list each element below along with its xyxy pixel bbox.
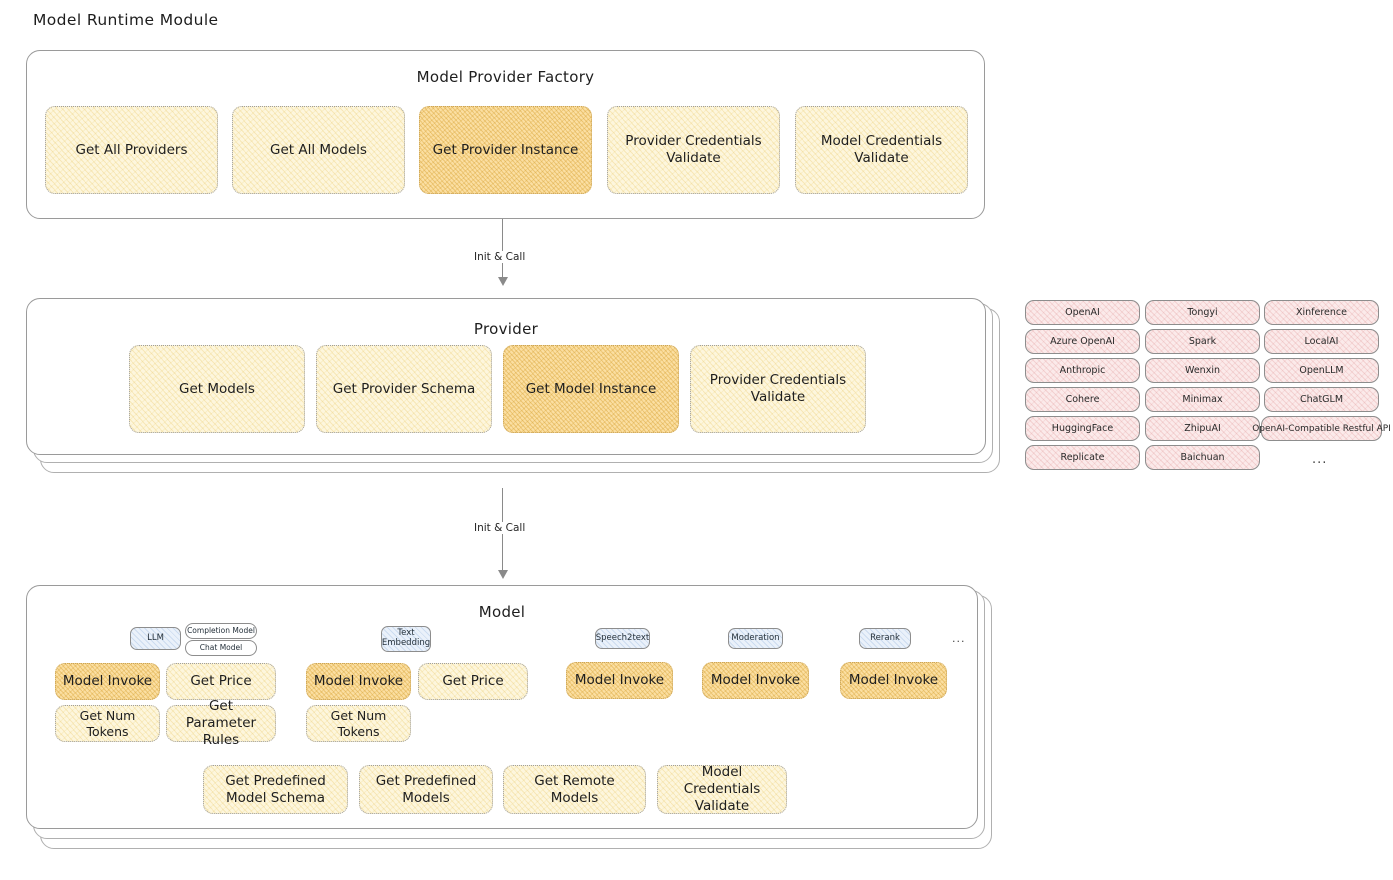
moderation-node-model-invoke[interactable]: Model Invoke xyxy=(702,662,809,699)
provider-pill-spark[interactable]: Spark xyxy=(1145,329,1260,354)
provider-pill-huggingface[interactable]: HuggingFace xyxy=(1025,416,1140,441)
model-shared-node-get-predefined-models[interactable]: Get Predefined Models xyxy=(359,765,493,814)
llm-node-model-invoke[interactable]: Model Invoke xyxy=(55,663,160,700)
provider-pill-openllm[interactable]: OpenLLM xyxy=(1264,358,1379,383)
model-type-chip-llm[interactable]: LLM xyxy=(130,627,181,650)
rerank-node-model-invoke[interactable]: Model Invoke xyxy=(840,662,947,699)
provider-pill-openai-compatible-restful-api[interactable]: OpenAI-Compatible Restful API xyxy=(1252,416,1391,441)
provider-pill-localai[interactable]: LocalAI xyxy=(1264,329,1379,354)
model-type-subchip-completion-model[interactable]: Completion Model xyxy=(185,623,257,639)
arrow-provider-to-model-label: Init & Call xyxy=(470,522,530,534)
provider-pill-chatglm[interactable]: ChatGLM xyxy=(1264,387,1379,412)
provider-pill-tongyi[interactable]: Tongyi xyxy=(1145,300,1260,325)
provider-pill-anthropic[interactable]: Anthropic xyxy=(1025,358,1140,383)
arrow-factory-to-provider-label: Init & Call xyxy=(470,251,530,263)
factory-node-get-all-models[interactable]: Get All Models xyxy=(232,106,405,194)
provider-pill-minimax[interactable]: Minimax xyxy=(1145,387,1260,412)
page-title: Model Runtime Module xyxy=(33,11,219,29)
arrow-factory-to-provider-head xyxy=(498,277,508,286)
model-type-chip-speech2text[interactable]: Speech2text xyxy=(595,628,650,649)
provider-pill-xinference[interactable]: Xinference xyxy=(1264,300,1379,325)
model-type-chip-text-embedding[interactable]: Text Embedding xyxy=(381,626,431,652)
llm-node-get-num-tokens[interactable]: Get Num Tokens xyxy=(55,705,160,742)
model-types-more-indicator: ... xyxy=(952,632,966,645)
factory-node-get-all-providers[interactable]: Get All Providers xyxy=(45,106,218,194)
model-shared-node-get-predefined-model-schema[interactable]: Get Predefined Model Schema xyxy=(203,765,348,814)
provider-pill-azure-openai[interactable]: Azure OpenAI xyxy=(1025,329,1140,354)
provider-title: Provider xyxy=(473,320,539,338)
speech2text-node-model-invoke[interactable]: Model Invoke xyxy=(566,662,673,699)
provider-node-get-models[interactable]: Get Models xyxy=(129,345,305,433)
llm-node-get-price[interactable]: Get Price xyxy=(166,663,276,700)
model-type-chip-rerank[interactable]: Rerank xyxy=(859,628,911,649)
provider-list-more-indicator: ... xyxy=(1312,452,1328,467)
provider-node-provider-credentials-validate[interactable]: Provider Credentials Validate xyxy=(690,345,866,433)
provider-pill-wenxin[interactable]: Wenxin xyxy=(1145,358,1260,383)
model-container xyxy=(26,585,978,829)
text-embedding-node-get-price[interactable]: Get Price xyxy=(418,663,528,700)
model-type-chip-moderation[interactable]: Moderation xyxy=(728,628,783,649)
provider-node-get-model-instance[interactable]: Get Model Instance xyxy=(503,345,679,433)
factory-node-provider-credentials-validate[interactable]: Provider Credentials Validate xyxy=(607,106,780,194)
model-type-subchip-chat-model[interactable]: Chat Model xyxy=(185,640,257,656)
model-provider-factory-title: Model Provider Factory xyxy=(416,68,595,86)
factory-node-model-credentials-validate[interactable]: Model Credentials Validate xyxy=(795,106,968,194)
model-shared-node-get-remote-models[interactable]: Get Remote Models xyxy=(503,765,646,814)
provider-node-get-provider-schema[interactable]: Get Provider Schema xyxy=(316,345,492,433)
text-embedding-node-model-invoke[interactable]: Model Invoke xyxy=(306,663,411,700)
provider-pill-baichuan[interactable]: Baichuan xyxy=(1145,445,1260,470)
factory-node-get-provider-instance[interactable]: Get Provider Instance xyxy=(419,106,592,194)
provider-pill-replicate[interactable]: Replicate xyxy=(1025,445,1140,470)
arrow-provider-to-model-head xyxy=(498,570,508,579)
provider-pill-openai[interactable]: OpenAI xyxy=(1025,300,1140,325)
llm-node-get-parameter-rules[interactable]: Get Parameter Rules xyxy=(166,698,276,748)
model-shared-node-model-credentials-validate[interactable]: Model Credentials Validate xyxy=(657,764,787,814)
provider-pill-cohere[interactable]: Cohere xyxy=(1025,387,1140,412)
arrow-factory-to-provider-line xyxy=(502,219,504,279)
provider-pill-zhipuai[interactable]: ZhipuAI xyxy=(1145,416,1260,441)
model-title: Model xyxy=(478,603,526,621)
text-embedding-node-get-num-tokens[interactable]: Get Num Tokens xyxy=(306,705,411,742)
